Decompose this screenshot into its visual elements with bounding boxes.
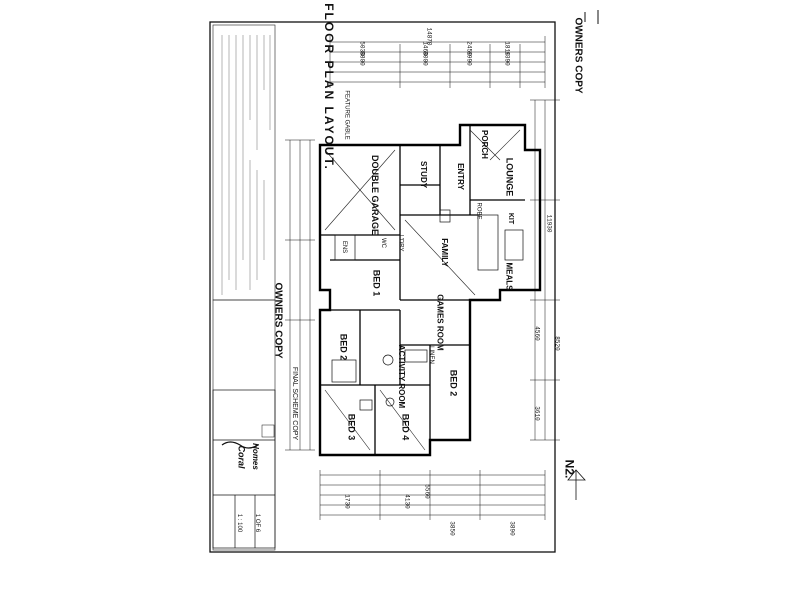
left-dimension-strings: [285, 139, 315, 451]
room-kitchen: KIT: [507, 212, 515, 225]
room-ens: ENS: [341, 240, 348, 254]
room-family: FAMILY: [439, 238, 449, 267]
dim-top2-3: 1990: [465, 51, 473, 66]
dim-side-1: 11930: [545, 214, 553, 233]
dim-bottom-5: 1730: [343, 494, 351, 509]
fixtures: [331, 209, 524, 411]
dim-side-3: 4560: [533, 326, 541, 341]
dim-top2-1: 3800: [358, 51, 366, 66]
room-study: STUDY: [419, 160, 429, 189]
right-dimension-strings: [530, 99, 560, 441]
room-porch: PORCH: [479, 130, 489, 159]
title-block-scale: 1 : 100: [236, 513, 243, 533]
dim-top2-4: 1390: [503, 51, 511, 66]
title-block-sheet: 1 OF 6: [254, 513, 261, 533]
brand-name-2: Homes: [250, 443, 260, 470]
room-wc: WC: [380, 238, 386, 248]
room-linen: LINEN: [427, 346, 434, 364]
owners-copy-stamp-side: OWNERS COPY: [272, 282, 284, 359]
corner-marks: [584, 10, 599, 24]
dim-bottom-2: 3890: [508, 521, 516, 536]
spec-notes-lines: [221, 35, 271, 295]
north-arrow-icon: [567, 469, 586, 500]
bottom-dimension-strings: [319, 470, 546, 520]
room-ldry: L'DRY: [397, 234, 404, 252]
owners-copy-stamp-top: OWNERS COPY: [572, 17, 584, 94]
plan-code: N2.: [562, 459, 577, 479]
note-feature-gable: FEATURE GABLE: [343, 90, 350, 140]
room-robe: ROBE: [475, 202, 482, 220]
dim-side-4: 3610: [533, 406, 541, 421]
dim-bottom-3: 5560: [423, 484, 431, 499]
roof-gable-lines: [324, 129, 521, 451]
room-bed4: BED 4: [400, 413, 411, 441]
top-dimension-strings: [329, 36, 546, 88]
room-activity: ACTIVITY ROOM: [397, 344, 407, 409]
title-block: [212, 389, 276, 549]
spec-notes-panel: [212, 24, 276, 551]
dim-top2-2: 3000: [421, 51, 429, 66]
room-bed1: BED 1: [371, 269, 382, 297]
room-double-garage: DOUBLE GARAGE: [370, 154, 381, 236]
room-lounge: LOUNGE: [504, 157, 515, 197]
room-bed2: BED 2: [338, 333, 349, 361]
dim-bottom-4: 4130: [403, 494, 411, 509]
drawing-title: FLOOR PLAN LAYOUT.: [321, 3, 336, 171]
brand-name-1: Coral: [236, 445, 247, 469]
dim-bottom-1: 3850: [448, 521, 456, 536]
note-final-scheme: FINAL SCHEME COPY: [291, 366, 299, 441]
room-meals: MEALS: [504, 262, 514, 291]
room-bed-games: BED 2: [448, 369, 459, 397]
drawing-border: [209, 21, 556, 553]
room-bed3: BED 3: [346, 413, 357, 441]
room-entry: ENTRY: [455, 163, 465, 190]
interior-walls: [320, 125, 525, 455]
brand-logo: [221, 441, 259, 449]
dim-side-2: 8520: [553, 336, 561, 351]
room-games: GAMES ROOM: [435, 294, 445, 351]
